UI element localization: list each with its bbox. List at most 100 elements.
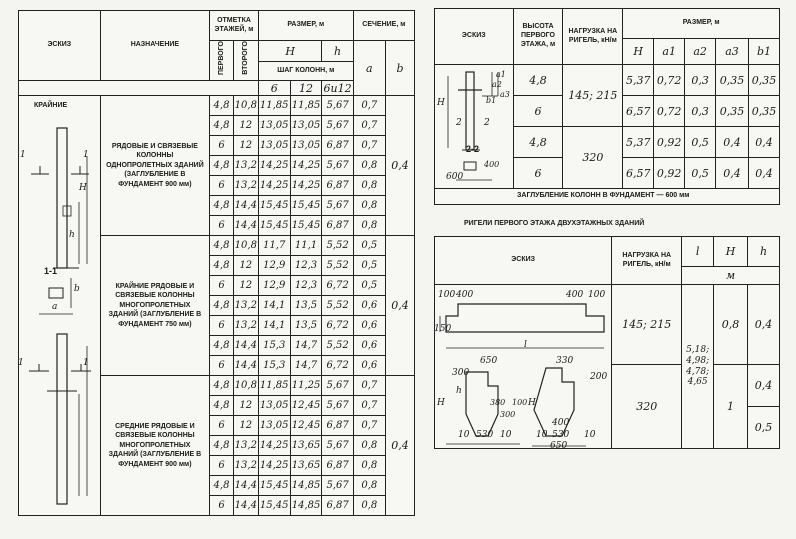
rt-sketch-a3: a3 (500, 90, 510, 99)
table-cell: 6 (209, 215, 234, 237)
table-cell: 14,7 (289, 355, 323, 377)
table-cell: 6,87 (321, 135, 354, 157)
rt-value: 0,35 (747, 64, 781, 96)
table-cell: 12,9 (257, 275, 291, 297)
second-floor-header: ВТОРОГО (232, 39, 259, 82)
table-cell: 5,52 (321, 255, 354, 277)
table-cell: 6 (209, 415, 234, 437)
beams-table: ЭСКИЗ НАГРУЗКА НА РИГЕЛЬ, кН/м l H h м 1… (433, 236, 780, 449)
beams-l-header: l (681, 236, 715, 267)
columns-table-body: РЯДОВЫЕ И СВЯЗЕВЫЕ КОЛОННЫ ОДНОПРОЛЕТНЫХ… (18, 95, 416, 517)
table-cell: 5,52 (321, 235, 354, 257)
beam-dim-10c: 10 (536, 430, 548, 440)
table-cell: 6,87 (321, 495, 354, 517)
table-cell: 4,8 (209, 155, 234, 177)
rt-a3-header: a3 (715, 38, 749, 65)
purpose-cell: СРЕДНИЕ РЯДОВЫЕ И СВЯЗЕВЫЕ КОЛОННЫ МНОГО… (99, 375, 211, 517)
table-cell: 0,8 (352, 435, 386, 457)
table-cell: 10,8 (232, 375, 259, 397)
table-cell: 14,4 (232, 355, 259, 377)
rt-sketch-600: 600 (446, 172, 464, 182)
table-cell: 0,5 (352, 235, 386, 257)
rt-value: 0,3 (684, 64, 717, 96)
H-header: H (257, 39, 323, 63)
table-cell: 12,9 (257, 255, 291, 277)
beams-load-header: НАГРУЗКА НА РИГЕЛЬ, кН/м (611, 236, 683, 285)
table-cell: 5,67 (321, 155, 354, 177)
table-cell: 6 (209, 135, 234, 157)
table-cell: 6,87 (321, 175, 354, 197)
beam-dim-300b: 300 (500, 410, 516, 419)
rt-footer: ЗАГЛУБЛЕНИЕ КОЛОНН В ФУНДАМЕНТ — 600 мм (434, 188, 780, 205)
table-cell: 12 (232, 275, 259, 297)
rt-height-cell: 6 (512, 157, 564, 189)
table-cell: 13,5 (289, 315, 323, 337)
column-sketch (29, 127, 91, 505)
table-cell: 4,8 (209, 335, 234, 357)
column-step-header: ШАГ КОЛОНН, м (257, 61, 354, 82)
table-cell: 6 (209, 315, 234, 337)
table-cell: 4,8 (209, 95, 234, 117)
table-cell: 14,25 (289, 175, 323, 197)
table-cell: 11,85 (289, 95, 323, 117)
rt-a1-header: a1 (653, 38, 686, 65)
a-header: a (352, 39, 386, 97)
table-cell: 5,52 (321, 295, 354, 317)
beams-h-cell: 0,4 (747, 364, 780, 407)
rt-value: 0,4 (747, 126, 781, 158)
table-cell: 6 (209, 495, 234, 517)
table-cell: 4,8 (209, 235, 234, 257)
step6-header: 6 (257, 80, 291, 97)
rt-value: 0,72 (653, 95, 686, 127)
table-cell: 15,45 (257, 495, 291, 517)
table-cell: 0,8 (352, 475, 386, 497)
b-cell: 0,4 (384, 375, 416, 517)
table-cell: 0,8 (352, 195, 386, 217)
rt-sketch-H: H (437, 98, 445, 108)
table-cell: 5,67 (321, 435, 354, 457)
table-cell: 0,6 (352, 315, 386, 337)
beams-unit: м (681, 266, 780, 285)
rt-height-header: ВЫСОТА ПЕРВОГО ЭТАЖА, м (512, 8, 564, 65)
table-cell: 0,6 (352, 355, 386, 377)
table-cell: 14,7 (289, 335, 323, 357)
table-cell: 0,8 (352, 455, 386, 477)
rt-load-header: НАГРУЗКА НА РИГЕЛЬ, кН/м (562, 8, 624, 65)
rt-value: 0,35 (715, 95, 749, 127)
beam-dim-530a: 530 (476, 430, 494, 440)
table-cell: 0,8 (352, 215, 386, 237)
table-cell: 0,7 (352, 115, 386, 137)
sketch-a: a (52, 302, 58, 312)
table-cell: 5,67 (321, 395, 354, 417)
table-cell: 0,7 (352, 95, 386, 117)
table-cell: 14,25 (257, 435, 291, 457)
rt-sketch-header: ЭСКИЗ (434, 8, 514, 65)
table-cell: 12 (232, 255, 259, 277)
table-cell: 12,45 (289, 415, 323, 437)
beam-dim-10d: 10 (584, 430, 596, 440)
table-cell: 11,85 (257, 95, 291, 117)
beam-dim-100c: 100 (512, 398, 528, 407)
table-row: СРЕДНИЕ РЯДОВЫЕ И СВЯЗЕВЫЕ КОЛОННЫ МНОГО… (19, 375, 416, 517)
table-cell: 0,6 (352, 335, 386, 357)
beam-dim-h1: h (456, 386, 462, 396)
table-cell: 5,67 (321, 475, 354, 497)
table-cell: 0,7 (352, 395, 386, 417)
table-cell: 13,2 (232, 295, 259, 317)
table-cell: 13,65 (289, 435, 323, 457)
table-cell: 15,45 (289, 195, 323, 217)
table-cell: 4,8 (209, 375, 234, 397)
table-cell: 6 (209, 275, 234, 297)
table-cell: 0,7 (352, 415, 386, 437)
rt-value: 6,57 (622, 95, 655, 127)
table-cell: 15,45 (289, 215, 323, 237)
table-cell: 14,1 (257, 295, 291, 317)
table-cell: 4,8 (209, 395, 234, 417)
beams-h-cell: 0,5 (747, 406, 780, 449)
